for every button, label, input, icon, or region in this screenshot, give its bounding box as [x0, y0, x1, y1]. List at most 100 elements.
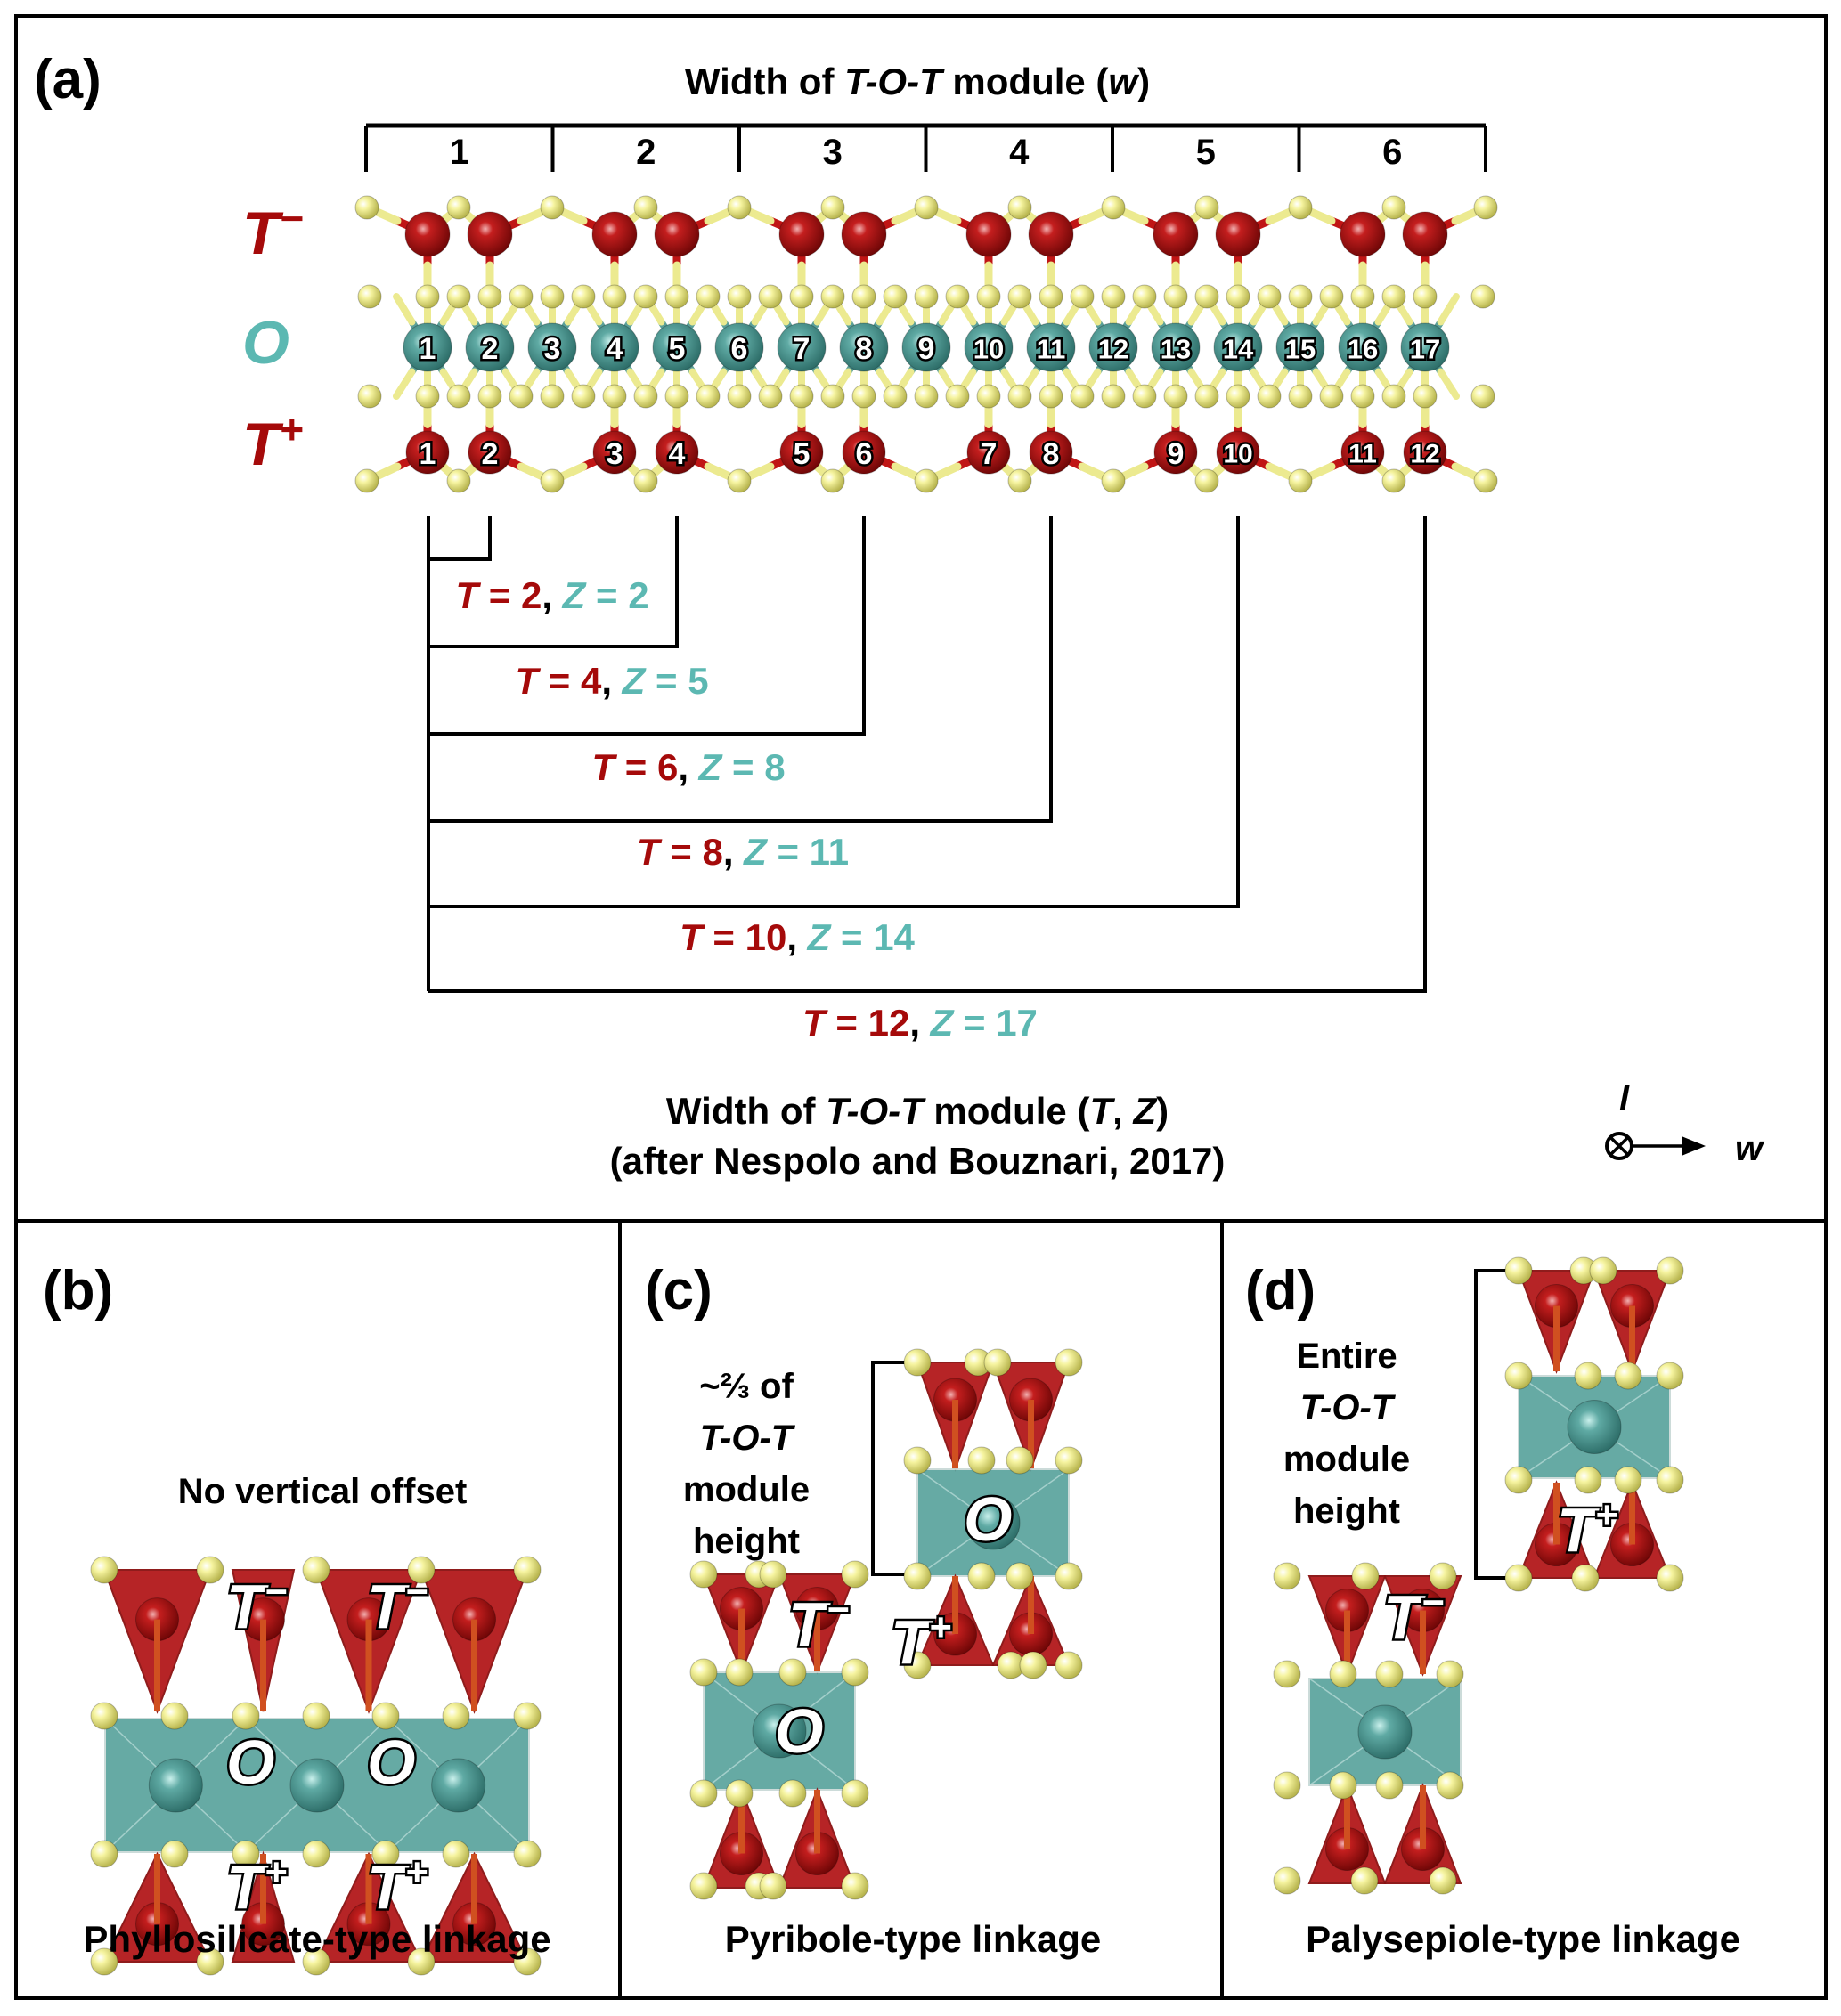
octahedral-atom	[465, 322, 515, 372]
oxygen-atom	[1574, 1362, 1602, 1390]
tetrahedral-atom-top	[654, 211, 700, 257]
oxygen-atom	[778, 1658, 807, 1687]
tetrahedral-atom-bottom	[1029, 430, 1073, 475]
oxygen-atom	[1226, 284, 1250, 309]
tz-bracket	[428, 516, 1427, 993]
tetrahedral-site-number: 5	[794, 437, 811, 471]
panel-c-label: (c)	[645, 1260, 713, 1321]
octahedral-atom	[1213, 322, 1263, 372]
tetrahedral-atom-bottom	[1403, 430, 1447, 475]
oxygen-atom	[883, 284, 908, 309]
oxygen-atom	[442, 1702, 470, 1730]
oxygen-atom	[1132, 284, 1157, 309]
oxygen-atom	[571, 284, 596, 309]
octahedral-site-number: 3	[544, 332, 561, 366]
panel-d: (d) Entire T-O-T module height T+T− Paly…	[1245, 1256, 1740, 1960]
octahedral-atom	[1338, 322, 1388, 372]
oxygen-atom	[1101, 284, 1126, 309]
tetrahedral-atom-top	[1340, 211, 1386, 257]
tz-bracket	[428, 516, 679, 648]
oxygen-atom	[1006, 1446, 1034, 1475]
tetrahedral-atom-bottom	[1153, 430, 1198, 475]
tz-label: T = 10, Z = 14	[680, 916, 915, 958]
oxygen-atom	[602, 384, 627, 409]
oxygen-atom	[509, 284, 534, 309]
oxygen-atom	[1350, 384, 1375, 409]
tag-sup: −	[405, 1571, 428, 1614]
tz-z-symbol: Z	[562, 574, 587, 616]
layer-tag: T−	[1383, 1581, 1444, 1652]
oxygen-atom	[407, 1947, 436, 1976]
oxygen-atom	[820, 284, 845, 309]
tag-sup: +	[265, 1851, 287, 1894]
oxygen-atom	[914, 284, 939, 309]
oxygen-atom	[513, 1840, 542, 1868]
tag-sup: −	[827, 1589, 849, 1631]
oxygen-atom	[1194, 468, 1219, 493]
oxygen-atom	[90, 1840, 118, 1868]
tz-z-value: = 14	[830, 916, 915, 958]
oxygen-atom	[1656, 1564, 1684, 1592]
tz-t-value: = 6	[615, 746, 678, 788]
tetrahedral-atom-bottom	[468, 430, 512, 475]
oxygen-atom	[945, 384, 970, 409]
oxygen-atom	[1007, 284, 1032, 309]
oxygen-atom	[1614, 1362, 1642, 1390]
oxygen-atom	[1319, 384, 1344, 409]
tz-bracket	[428, 516, 1053, 823]
octahedral-site-number: 8	[856, 332, 873, 366]
oxygen-atom	[1273, 1562, 1301, 1590]
tetrahedral-atom-top	[841, 211, 887, 257]
oxygen-atom	[602, 284, 627, 309]
oxygen-atom	[160, 1702, 189, 1730]
oxygen-atom	[1504, 1564, 1533, 1592]
oxygen-atom	[357, 284, 382, 309]
octahedral-site-number: 2	[482, 332, 499, 366]
oxygen-atom	[540, 468, 565, 493]
panel-d-caption: Palysepiole-type linkage	[1306, 1918, 1740, 1960]
panel-b-label: (b)	[43, 1260, 113, 1321]
tetrahedral-site-number: 10	[1223, 440, 1252, 469]
tetrahedral-atom-bottom	[1216, 430, 1260, 475]
octahedral-site-number: 1	[420, 332, 436, 366]
oxygen-atom	[789, 384, 814, 409]
oxygen-atom	[689, 1779, 718, 1808]
tz-t-value: = 4	[538, 660, 602, 702]
oxygen-atom	[727, 384, 752, 409]
layer-tag: O	[775, 1696, 823, 1766]
oxygen-atom	[571, 384, 596, 409]
panel-d-label: (d)	[1245, 1260, 1316, 1321]
w-scale-number: 5	[1196, 133, 1216, 172]
tetrahedral-atom-bottom	[1340, 430, 1385, 475]
layer-tag: O	[367, 1727, 415, 1797]
oxygen-atom	[727, 284, 752, 309]
oxygen-atom	[1163, 284, 1188, 309]
oxygen-atom	[354, 468, 379, 493]
oxygen-atom	[789, 284, 814, 309]
tetrahedral-site-number: 3	[607, 437, 623, 471]
layer-tag: T+	[1557, 1494, 1617, 1565]
oxygen-atom	[633, 384, 658, 409]
oxygen-atom	[1101, 384, 1126, 409]
tz-z-value: = 8	[721, 746, 785, 788]
oxygen-atom	[1504, 1256, 1533, 1285]
tag-base: T	[1557, 1495, 1600, 1565]
oxygen-atom	[1429, 1866, 1457, 1895]
oxygen-atom	[1436, 1771, 1464, 1800]
oxygen-atom	[689, 1560, 718, 1589]
oxygen-atom	[1351, 1562, 1380, 1590]
tz-z-value: = 11	[767, 831, 849, 873]
arrow-right-icon	[1632, 1136, 1706, 1156]
oxygen-atom	[820, 468, 845, 493]
oxygen-atom	[357, 384, 382, 409]
oxygen-atom	[633, 468, 658, 493]
oxygen-atom	[1007, 384, 1032, 409]
tz-t-symbol: T	[515, 660, 541, 702]
octahedral-atom	[1357, 1704, 1413, 1760]
oxygen-atom	[1132, 384, 1157, 409]
oxygen-atom	[1375, 1660, 1404, 1688]
tag-sup: +	[1595, 1494, 1617, 1537]
octahedral-site-number: 17	[1410, 334, 1440, 365]
panel-c: (c) ~⅔ of T-O-T module height T−OT+O Pyr…	[645, 1260, 1101, 1960]
